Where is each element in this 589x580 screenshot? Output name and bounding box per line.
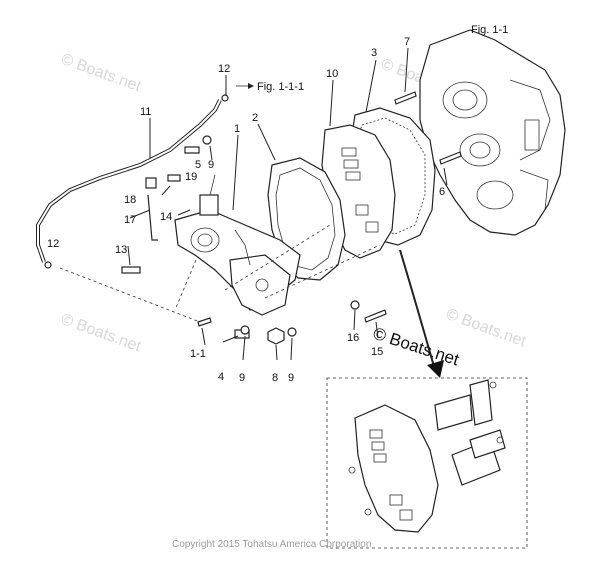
callout-18: 18 xyxy=(124,194,136,206)
callout-7: 7 xyxy=(404,36,410,48)
watermark-top-left: © Boats.net xyxy=(59,51,144,96)
arrow-fig-1-1-1 xyxy=(248,83,254,89)
callout-4: 4 xyxy=(218,371,224,383)
callout-5: 5 xyxy=(195,159,201,171)
intake-manifold-1 xyxy=(174,174,301,316)
washer-9-a xyxy=(240,325,250,335)
bolt-5 xyxy=(184,146,200,154)
callout-8: 8 xyxy=(272,372,278,384)
watermark-bottom-left: © Boats.net xyxy=(59,311,144,356)
nut-8 xyxy=(267,327,285,345)
clip-12-top xyxy=(221,94,229,102)
callout-13: 13 xyxy=(115,244,127,256)
detail-inset xyxy=(326,377,528,549)
screw-19 xyxy=(167,174,181,182)
bracket-17 xyxy=(147,194,158,241)
callout-2: 2 xyxy=(252,112,258,124)
callout-9-top: 9 xyxy=(208,159,214,171)
copyright-text: Copyright 2015 Tohatsu America Corporati… xyxy=(172,539,371,550)
hose-11-inner xyxy=(37,99,221,263)
fig-ref-1-1-1: Fig. 1-1-1 xyxy=(257,81,304,93)
callout-10: 10 xyxy=(326,68,338,80)
callout-9-a: 9 xyxy=(239,372,245,384)
detail-arrow-head xyxy=(427,360,444,378)
nut-18 xyxy=(145,177,157,189)
callouts: 12 11 1 2 3 7 10 6 5 9 19 18 17 14 13 12… xyxy=(47,36,445,384)
stud-6 xyxy=(439,151,462,165)
callout-9-b: 9 xyxy=(288,372,294,384)
fitting-1-1 xyxy=(197,317,212,327)
callout-6: 6 xyxy=(439,186,445,198)
callout-1-1: 1-1 xyxy=(190,348,206,360)
detail-arrow xyxy=(399,249,436,371)
callout-3: 3 xyxy=(371,47,377,59)
watermark-right: © Boats.net xyxy=(444,306,529,351)
callout-17: 17 xyxy=(124,214,136,226)
callout-11: 11 xyxy=(140,106,151,118)
watermark-prominent: © Boats.net xyxy=(371,324,462,370)
callout-1: 1 xyxy=(234,123,240,135)
callout-19: 19 xyxy=(185,171,197,183)
callout-12-left: 12 xyxy=(47,238,59,250)
leader-lines xyxy=(59,47,448,361)
inset-frame xyxy=(326,377,528,549)
bolt-13 xyxy=(121,266,141,274)
callout-16: 16 xyxy=(347,332,359,344)
cylinder-block xyxy=(419,29,566,236)
washer-9-b xyxy=(287,327,297,337)
clip-12-bottom xyxy=(44,261,52,269)
callout-15: 15 xyxy=(371,346,383,358)
fig-ref-1-1: Fig. 1-1 xyxy=(471,24,508,36)
callout-14: 14 xyxy=(160,211,172,223)
washer-16 xyxy=(350,300,360,310)
stud-7 xyxy=(394,91,417,105)
washer-9-top xyxy=(202,135,212,145)
hardware-group xyxy=(44,91,462,345)
stud-15 xyxy=(364,309,387,323)
callout-12-top: 12 xyxy=(218,63,230,75)
